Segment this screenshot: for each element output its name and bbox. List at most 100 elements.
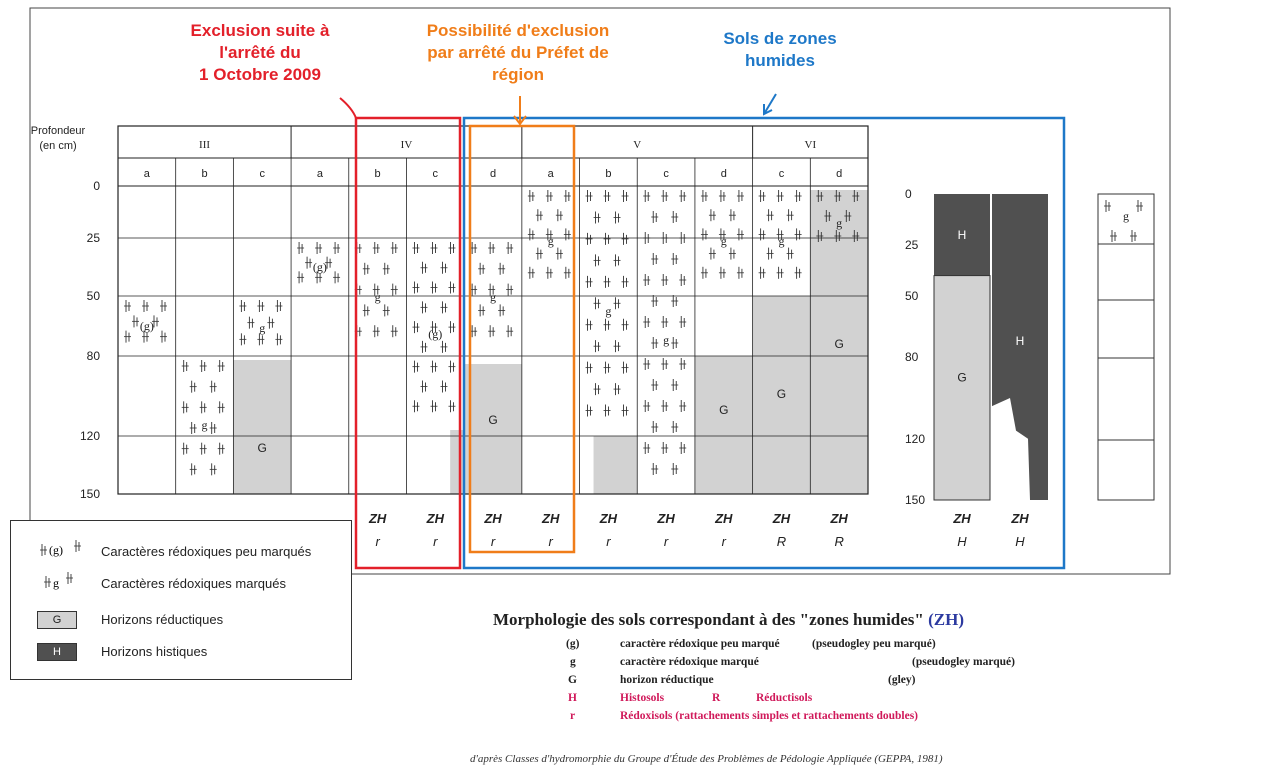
redox-mark (274, 332, 283, 346)
redox-mark (650, 336, 659, 350)
redox-mark (324, 256, 333, 270)
redox-mark (362, 303, 371, 317)
redox-mark (642, 441, 651, 455)
redox-mark (621, 361, 629, 375)
redox-mark (603, 232, 611, 246)
redox-mark (660, 399, 669, 413)
redox-mark (585, 361, 593, 375)
redox-mark (469, 324, 478, 338)
redox-mark (593, 296, 601, 310)
gley-label: G (957, 371, 966, 385)
redox-mark (123, 299, 132, 313)
gley-region (752, 296, 811, 494)
redox-mark (1103, 199, 1112, 213)
redox-mark (497, 262, 506, 276)
legend-symbol-gley: G (37, 609, 81, 629)
redox-mark (593, 382, 601, 396)
redox-mark (794, 266, 803, 280)
redox-label: g (836, 216, 842, 230)
redox-mark (256, 332, 265, 346)
zh-sublabel: r (549, 534, 554, 549)
legend-symbol-histic: H (37, 641, 81, 661)
box-zones-humides (462, 116, 1066, 570)
mineral-notch (992, 398, 1030, 500)
highlight-boxes (339, 93, 1066, 570)
subclass-label: d (721, 168, 727, 180)
redox-mark (497, 303, 506, 317)
redox-mark (189, 462, 198, 476)
redox-mark (650, 294, 659, 308)
redox-mark (794, 227, 803, 241)
redox-mark (603, 275, 611, 289)
redox-mark (585, 275, 593, 289)
redox-mark (181, 442, 190, 456)
redox-mark (382, 303, 391, 317)
redox-mark (362, 262, 371, 276)
redox-mark (209, 462, 218, 476)
redox-mark (199, 442, 208, 456)
redox-mark (412, 281, 420, 295)
redox-mark (833, 229, 842, 243)
redox-mark (642, 399, 651, 413)
redox-mark (728, 208, 737, 222)
redox-mark (736, 266, 745, 280)
redox-mark (527, 189, 536, 203)
zh-label: ZH (656, 511, 675, 526)
redox-mark (650, 462, 659, 476)
annotation-sols-zones-humides: Sols de zones humides (723, 29, 837, 70)
redox-mark (181, 400, 190, 414)
zh-sublabel: r (433, 534, 438, 549)
redox-mark (718, 266, 727, 280)
redox-mark (354, 241, 363, 255)
redox-mark (603, 318, 611, 332)
subclass-label: b (605, 168, 611, 180)
redox-mark (412, 360, 420, 374)
redox-mark (332, 270, 341, 284)
redox-mark (621, 275, 629, 289)
gley-region (593, 436, 638, 494)
redox-mark (209, 421, 218, 435)
redox-mark (189, 380, 198, 394)
legend-item-g-weak: (g) Caractères rédoxiques peu marqués (11, 539, 351, 565)
redox-mark (660, 231, 669, 245)
subclass-label: c (663, 168, 669, 180)
redox-mark (420, 300, 428, 314)
redox-mark (296, 241, 305, 255)
redox-mark (833, 189, 842, 203)
zh-label: ZH (714, 511, 733, 526)
redox-mark (487, 283, 496, 297)
redox-mark (660, 273, 669, 287)
redox-mark (332, 241, 341, 255)
redox-mark (430, 241, 438, 255)
zh-label: ZH (952, 511, 971, 526)
redox-mark (487, 241, 496, 255)
redox-mark (246, 316, 255, 330)
redox-mark (412, 399, 420, 413)
annotation-exclusion-arrete: Exclusion suite à l'arrêté du 1 Octobre … (190, 21, 330, 84)
zh-sublabel: r (606, 534, 611, 549)
histic-depth-tick: 120 (905, 432, 925, 446)
redox-mark (159, 299, 168, 313)
redox-mark (585, 318, 593, 332)
gley-label: G (834, 337, 843, 351)
redox-mark (613, 253, 621, 267)
redox-mark (217, 400, 226, 414)
depth-tick: 50 (87, 289, 101, 303)
legend-item-gley: G Horizons réductiques (11, 607, 351, 633)
redox-mark (354, 283, 363, 297)
redox-mark (786, 247, 795, 261)
redox-mark (217, 442, 226, 456)
redox-mark (670, 252, 679, 266)
histic-label: H (1016, 334, 1025, 348)
redox-mark (469, 283, 478, 297)
redox-mark (390, 241, 399, 255)
redox-mark (613, 211, 621, 224)
redox-mark (430, 281, 438, 295)
redox-mark (505, 324, 514, 338)
redox-mark (603, 404, 611, 417)
redox-mark (527, 227, 536, 241)
gley-region (810, 190, 868, 494)
redox-mark (642, 357, 651, 371)
redox-mark (535, 208, 544, 222)
zh-label: ZH (1010, 511, 1029, 526)
